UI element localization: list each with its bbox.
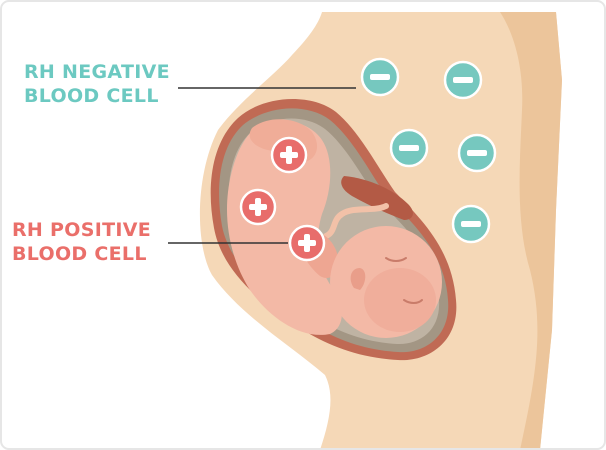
rh-positive-cell (290, 226, 324, 260)
rh-positive-cell (241, 190, 275, 224)
rh-positive-label-line1: RH POSITIVE (12, 218, 151, 242)
rh-positive-label-line2: BLOOD CELL (12, 242, 151, 266)
rh-negative-cell (391, 130, 427, 166)
rh-negative-cell (362, 59, 398, 95)
fetus-face-shade (364, 268, 436, 332)
rh-negative-label-line2: BLOOD CELL (24, 84, 170, 108)
rh-positive-cell (272, 138, 306, 172)
rh-negative-cell (445, 62, 481, 98)
rh-negative-label-line1: RH NEGATIVE (24, 60, 170, 84)
rh-positive-label: RH POSITIVE BLOOD CELL (12, 218, 151, 266)
rh-negative-label: RH NEGATIVE BLOOD CELL (24, 60, 170, 108)
rh-negative-cell (459, 135, 495, 171)
rh-negative-cell (453, 206, 489, 242)
